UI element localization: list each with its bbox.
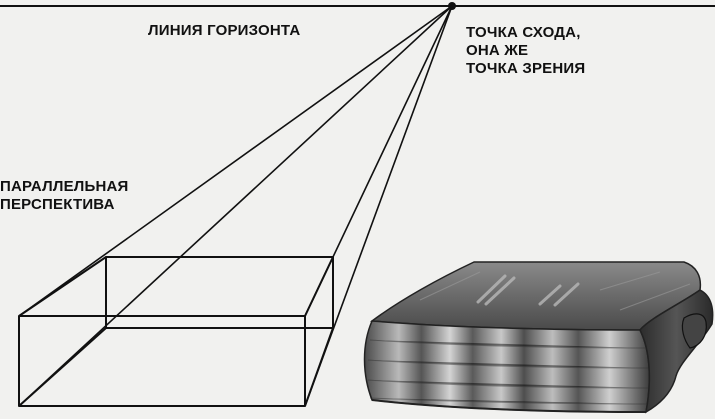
- vanishing-point-label: ТОЧКА СХОДА, ОНА ЖЕ ТОЧКА ЗРЕНИЯ: [466, 24, 585, 78]
- box-back-face: [105, 256, 334, 329]
- book-clasp: [681, 313, 707, 349]
- box-front-face: [18, 315, 306, 407]
- convergence-line-3: [304, 5, 453, 317]
- parallel-perspective-label-line-1: ПАРАЛЛЕЛЬНАЯ: [0, 178, 129, 195]
- convergence-line-4: [304, 5, 453, 407]
- vanishing-point-label-line-1: ТОЧКА СХОДА,: [466, 24, 581, 41]
- convergence-line-1: [18, 5, 453, 317]
- convergence-lines: [18, 5, 453, 407]
- old-book: [363, 261, 714, 414]
- parallel-perspective-label: ПАРАЛЛЕЛЬНАЯ ПЕРСПЕКТИВА: [0, 178, 129, 214]
- perspective-box: [18, 256, 334, 407]
- parallel-perspective-label-line-2: ПЕРСПЕКТИВА: [0, 196, 115, 213]
- vanishing-point-label-line-3: ТОЧКА ЗРЕНИЯ: [466, 60, 586, 77]
- convergence-line-2: [18, 5, 453, 407]
- horizon-line-label: ЛИНИЯ ГОРИЗОНТА: [148, 22, 301, 39]
- vanishing-point-label-line-2: ОНА ЖЕ: [466, 42, 529, 59]
